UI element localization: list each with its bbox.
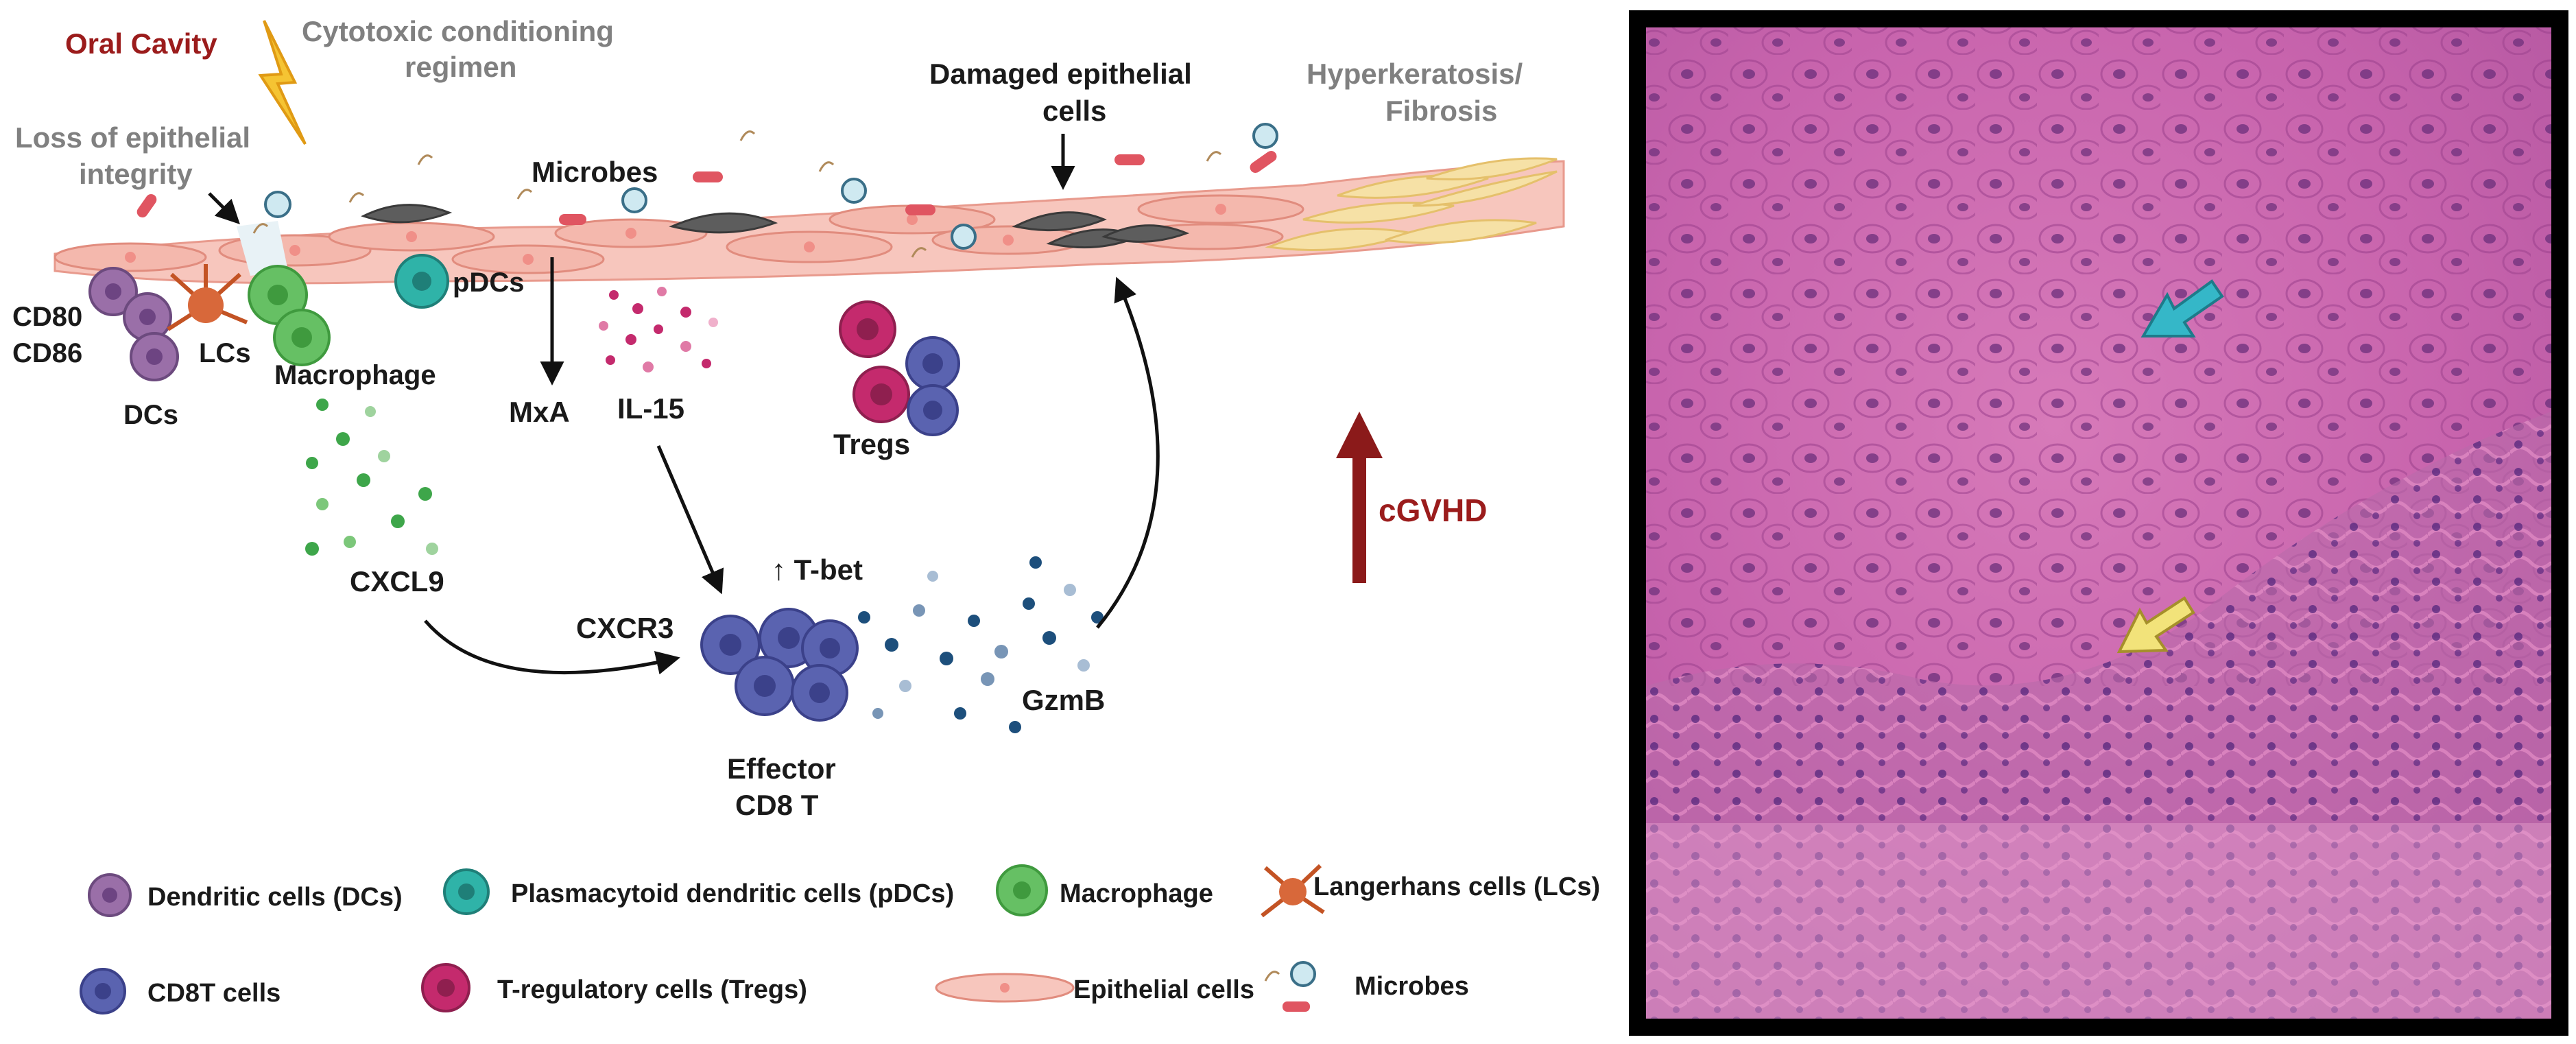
cd86-label: CD86	[12, 338, 82, 368]
loss-integrity-label-line1: Loss of epithelial	[15, 121, 250, 154]
legend-dcs: Dendritic cells (DCs)	[147, 883, 403, 912]
il15-label: IL-15	[617, 392, 684, 425]
langerhans-cell-body	[188, 287, 224, 323]
effector-cd8-cluster	[700, 608, 859, 722]
cxcl9-to-cxcr3-arrow	[424, 619, 680, 675]
cd80-label: CD80	[12, 302, 82, 332]
lightning-icon	[258, 20, 307, 145]
hyperkeratosis-label-line1: Hyperkeratosis/	[1307, 58, 1523, 90]
cxcr3-label: CXCR3	[576, 612, 673, 644]
mxa-label: MxA	[509, 396, 570, 428]
cxcl9-dots	[305, 399, 438, 556]
oral-cavity-label: Oral Cavity	[65, 27, 217, 60]
legend-cd8: CD8T cells	[147, 979, 281, 1008]
legend-lc-icon	[1261, 864, 1325, 918]
histology-cyan-arrow	[2140, 279, 2224, 337]
cytotoxic-label-line2: regimen	[405, 51, 516, 83]
loss-integrity-label-line2: integrity	[79, 158, 193, 190]
gzmb-dots	[858, 556, 1104, 733]
cgvhd-label: cGVHD	[1379, 493, 1487, 528]
tregs-label: Tregs	[833, 428, 910, 460]
microbes-group	[136, 123, 1278, 258]
il15-dots	[599, 287, 718, 372]
effector-label-line2: CD8 T	[735, 789, 819, 821]
dendritic-cells	[88, 267, 179, 381]
damaged-cells-label-line2: cells	[1042, 95, 1106, 127]
legend-lcs: Langerhans cells (LCs)	[1313, 873, 1600, 901]
macrophage-cells	[248, 265, 331, 366]
effector-label-line1: Effector	[727, 752, 836, 785]
lcs-label: LCs	[199, 338, 251, 368]
legend-pdcs: Plasmacytoid dendritic cells (pDCs)	[511, 879, 954, 908]
legend-microbes: Microbes	[1355, 972, 1469, 1001]
pdcs-label: pDCs	[453, 268, 524, 298]
legend-microbes-icon	[1264, 961, 1316, 1012]
macrophage-label: Macrophage	[274, 360, 436, 390]
il15-arrow	[656, 445, 724, 595]
histology-yellow-arrow	[2116, 596, 2195, 654]
loss-integrity-arrow	[208, 192, 240, 224]
gzmb-label: GzmB	[1022, 684, 1105, 716]
tbet-label: ↑ T-bet	[772, 554, 863, 586]
legend: Dendritic cells (DCs) Plasmacytoid dendr…	[80, 864, 1600, 1015]
microbes-label: Microbes	[532, 156, 658, 188]
cgvhd-up-arrow	[1336, 412, 1383, 583]
treg-cells	[839, 300, 960, 436]
legend-epithelial: Epithelial cells	[1073, 975, 1254, 1004]
cytotoxic-label-line1: Cytotoxic conditioning	[302, 15, 614, 47]
gzmb-to-damaged-arrow	[1096, 276, 1160, 629]
damaged-cells-label-line1: Damaged epithelial	[929, 58, 1192, 90]
legend-tregs: T-regulatory cells (Tregs)	[497, 975, 807, 1004]
hyperkeratosis-label-line2: Fibrosis	[1385, 95, 1497, 127]
cxcl9-label: CXCL9	[350, 565, 444, 597]
histology-image	[1629, 10, 2568, 1036]
langerhans-cell	[167, 264, 248, 331]
legend-macrophage: Macrophage	[1060, 879, 1213, 908]
epithelial-layer	[53, 157, 1565, 285]
dcs-label: DCs	[123, 400, 178, 430]
